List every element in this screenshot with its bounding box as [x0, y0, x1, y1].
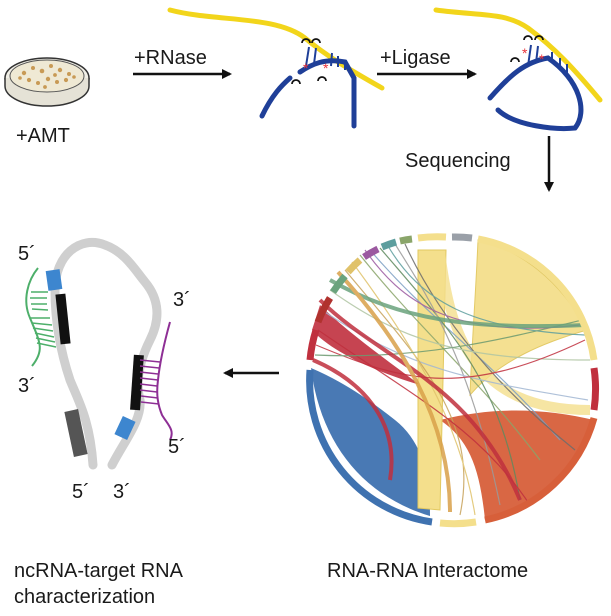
chord-yellow-block: [469, 239, 588, 397]
chord-orange-block: [440, 410, 594, 520]
interactome-caption: RNA-RNA Interactome: [327, 560, 528, 582]
black-segment-b: [130, 354, 144, 411]
black-segment-a: [55, 293, 71, 345]
svg-text:*: *: [522, 45, 528, 61]
prime-label-3c: 3´: [113, 481, 131, 503]
ligase-label: +Ligase: [380, 47, 451, 69]
interactome-chord-diagram: [306, 233, 599, 528]
prime-label-3b: 3´: [173, 289, 191, 311]
prime-label-3a: 3´: [18, 375, 36, 397]
svg-text:*: *: [323, 60, 329, 76]
ligase-duplex: * *: [433, 7, 603, 131]
rnase-label: +RNase: [134, 47, 207, 69]
svg-text:*: *: [303, 60, 309, 76]
prime-label-5a: 5´: [18, 243, 36, 265]
chord-red-block: [312, 305, 420, 385]
chord-blue-block: [311, 368, 430, 516]
characterization-caption-line2: characterization: [14, 586, 155, 608]
blue-block-a: [45, 269, 63, 291]
prime-label-5c: 5´: [72, 481, 90, 503]
ncrna-target-illustration: [25, 237, 173, 470]
prime-label-5b: 5´: [168, 436, 186, 458]
sequencing-label: Sequencing: [405, 150, 511, 172]
petri-dish-icon: [4, 57, 90, 107]
grey-block: [64, 409, 88, 457]
svg-text:*: *: [539, 51, 545, 67]
characterization-caption-line1: ncRNA-target RNA: [14, 560, 184, 582]
rnase-duplex: * *: [167, 7, 385, 129]
blue-block-b: [114, 415, 136, 441]
amt-label: +AMT: [16, 125, 70, 147]
